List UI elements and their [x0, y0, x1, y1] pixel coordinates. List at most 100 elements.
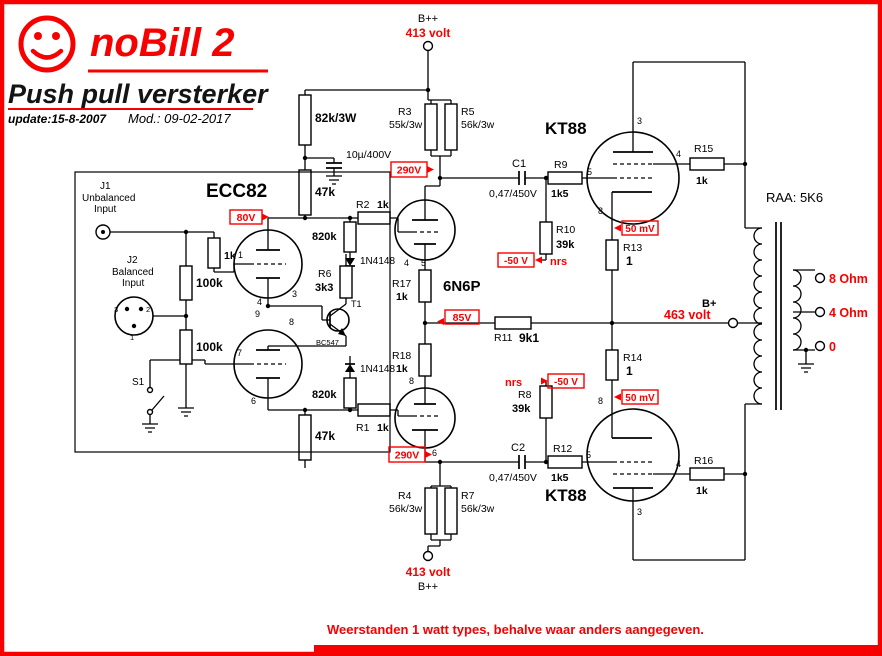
label-r11: R11: [494, 332, 513, 344]
resistors: [179, 94, 725, 535]
output-transformer: [753, 222, 802, 410]
label-c1: C1: [512, 158, 526, 170]
wires-transformer-taps: [793, 269, 815, 364]
resistor-r4: [424, 487, 438, 535]
label-r3-value: 55k/3w: [389, 119, 423, 131]
label-r6-value: 3k3: [315, 282, 333, 294]
label-r18-value: 1k: [396, 363, 408, 375]
pin-label: 6: [251, 396, 256, 406]
label-r10-value: 39k: [556, 239, 575, 251]
wires-kt88-top: [611, 61, 762, 438]
switch-contact[interactable]: [146, 386, 154, 394]
pin-label: 4: [404, 258, 409, 268]
pin-label: 8: [289, 317, 294, 327]
label-85v: 85V: [453, 312, 472, 324]
label-r13-value: 1: [626, 254, 633, 268]
label-j1: J1: [100, 181, 111, 192]
pin-label: 3: [114, 305, 118, 314]
emitter-arrow: [338, 328, 346, 336]
kt88-tube-bottom: [586, 408, 680, 502]
resistor-r10: [539, 221, 553, 255]
arrow-290v-bottom: [425, 451, 432, 458]
label-10uf: 10µ/400V: [346, 149, 391, 161]
label-bplus: B+: [702, 298, 716, 310]
arrow-minus50v-bottom: [541, 377, 548, 385]
resistor-47k-top: [298, 169, 312, 216]
resistor-r13: [605, 239, 619, 271]
capacitor-plates: [326, 162, 526, 469]
resistor-1k-input: [207, 237, 221, 269]
pin-label: 9: [255, 309, 260, 319]
label-r16: R16: [694, 455, 713, 467]
wires-top-supply: [305, 50, 452, 178]
label-r4: R4: [398, 490, 412, 502]
label-47k-top: 47k: [315, 185, 335, 199]
page-title: Push pull versterker: [8, 79, 269, 109]
label-r18: R18: [392, 350, 411, 362]
pin-label: 8: [598, 206, 603, 216]
label-r1-value: 1k: [377, 422, 389, 434]
switch-contact[interactable]: [146, 408, 154, 416]
label-r16-value: 1k: [696, 485, 708, 497]
pin-label: 1: [238, 250, 243, 260]
label-1k-input: 1k: [224, 250, 236, 262]
label-413v-bottom: 413 volt: [406, 565, 451, 579]
label-r17: R17: [392, 278, 411, 290]
label-463v: 463 volt: [664, 308, 711, 322]
label-80v: 80V: [237, 212, 256, 224]
pin-label: 4: [676, 149, 681, 159]
rca-center-pin: [101, 230, 105, 234]
switch-s1-lever[interactable]: [151, 395, 165, 411]
resistor-r16: [689, 467, 725, 481]
label-j2-desc2: Input: [122, 278, 144, 289]
junction-dots: [183, 87, 809, 477]
terminal-4ohm: [814, 306, 826, 318]
label-nrs-top: nrs: [550, 256, 567, 268]
resistor-r11: [494, 316, 532, 330]
label-c1-value: 0,47/450V: [489, 188, 537, 200]
resistor-820k-bottom: [343, 377, 357, 409]
resistor-820k-top: [343, 221, 357, 253]
label-r4-value: 56k/3w: [389, 503, 423, 515]
label-r6: R6: [318, 268, 332, 280]
pin-label: 5: [587, 167, 592, 177]
label-diode-bottom: 1N4148: [360, 364, 395, 375]
arrow-minus50v-top: [535, 256, 542, 264]
resistor-r9: [547, 171, 583, 185]
pin-label: 7: [237, 348, 242, 358]
resistor-r14: [605, 349, 619, 381]
pin-label: 2: [146, 305, 150, 314]
pin-label: 6: [432, 448, 437, 458]
label-r5-value: 56k/3w: [461, 119, 495, 131]
voltage-callouts: 290V 290V 80V 85V -50 V -50 V 50 mV 50 m…: [229, 161, 659, 463]
label-j2: J2: [127, 255, 138, 266]
pin-label: 3: [292, 289, 297, 299]
wires-kt88-bottom: [632, 403, 762, 561]
label-nrs-bottom: nrs: [505, 377, 522, 389]
label-r7-value: 56k/3w: [461, 503, 495, 515]
pin-label: 8: [409, 376, 414, 386]
label-r12: R12: [553, 443, 572, 455]
label-100k-a: 100k: [196, 276, 223, 290]
label-r10: R10: [556, 224, 575, 236]
label-r8-value: 39k: [512, 403, 531, 415]
pin-label: 4: [676, 459, 681, 469]
arrow-50mv-top: [614, 224, 621, 232]
terminal-b-plus-plus-top: [422, 40, 434, 52]
pin-label: 3: [637, 116, 642, 126]
smiley-logo-icon: [18, 15, 76, 73]
resistor-r1: [357, 403, 391, 417]
label-j1-desc1: Unbalanced: [82, 193, 135, 204]
label-290v-bottom: 290V: [395, 450, 420, 462]
resistor-r2: [357, 211, 391, 225]
resistor-r8: [539, 385, 553, 419]
label-ecc82: ECC82: [206, 181, 267, 202]
ground-symbols: [142, 175, 814, 433]
update-date: update:15-8-2007: [8, 112, 107, 126]
secondary-coil: [792, 269, 802, 351]
label-r11-value: 9k1: [519, 331, 539, 345]
resistor-r17: [418, 269, 432, 303]
diode-1n4148-bottom: [345, 363, 355, 372]
label-s1: S1: [132, 377, 145, 388]
